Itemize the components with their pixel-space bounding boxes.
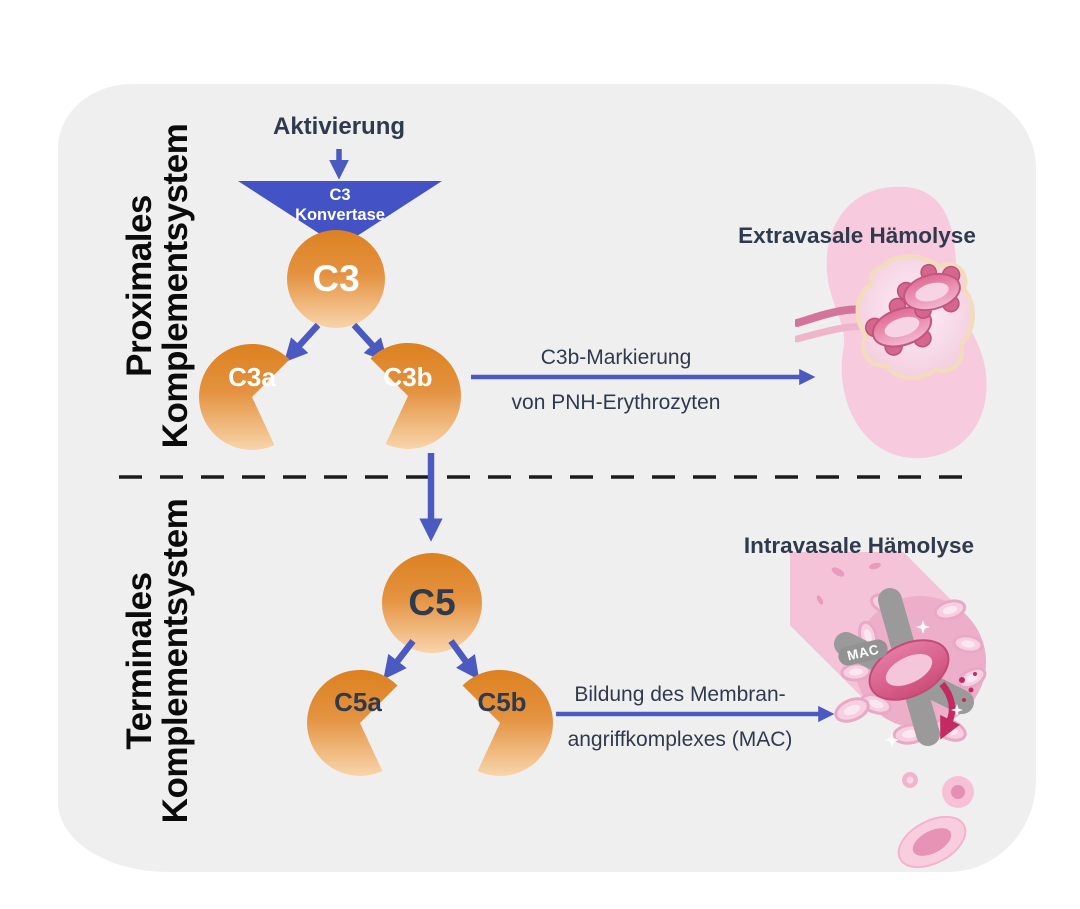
c3b-label: C3b	[383, 362, 433, 392]
c5a-fragment	[307, 669, 398, 776]
terminal-line1: Terminales	[120, 572, 159, 750]
c3-convertase-label: C3 Konvertase	[250, 185, 430, 225]
free-cells	[897, 772, 974, 869]
spleen-illustration	[795, 186, 987, 459]
c3b-marking-text-line1: C3b-Markierung	[540, 346, 692, 369]
c5-split-arrow-left	[383, 639, 416, 680]
proximal-line1: Proximales	[120, 195, 159, 377]
blood-vessel-illustration	[790, 552, 987, 869]
convertase-line1: C3	[329, 186, 351, 204]
c5a-label: C5a	[334, 687, 382, 717]
proximal-line2: Komplementsystem	[156, 123, 196, 449]
c3-split-arrow-left	[284, 322, 321, 363]
c3b-marking-text-line2: von PNH-Erythrozyten	[511, 391, 721, 414]
lysis-arrow	[939, 681, 960, 740]
c5b-fragment	[462, 669, 553, 776]
attacked-erythrocyte	[868, 639, 950, 701]
intravascular-title: Intravasale Hämolyse	[743, 533, 975, 558]
marked-erythrocyte-1	[865, 297, 933, 356]
c5-label: C5	[408, 582, 456, 623]
extravascular-title: Extravasale Hämolyse	[738, 223, 976, 248]
c3a-fragment	[199, 343, 290, 450]
lysis-debris	[959, 672, 977, 702]
c5b-label: C5b	[477, 687, 527, 717]
mac-formation-text-line1: Bildung des Membran-	[574, 683, 786, 706]
sparkles	[885, 620, 963, 747]
c5-split-arrow-right	[448, 639, 480, 680]
activation-label: Aktivierung	[272, 113, 406, 140]
c3b-fragment	[370, 342, 461, 449]
section-label-terminal: Terminales Komplementsystem	[120, 491, 198, 831]
c5-circle	[382, 553, 482, 653]
c3a-label: C3a	[228, 362, 276, 392]
terminal-line2: Komplementsystem	[156, 498, 196, 824]
mac-formation-text-line2: angriffkomplexes (MAC)	[567, 728, 793, 751]
c3-convertase-triangle	[238, 181, 442, 247]
c3-split-arrow-right	[351, 322, 388, 363]
section-label-proximal: Proximales Komplementsystem	[120, 116, 198, 456]
c3-circle	[287, 230, 385, 328]
convertase-line2: Konvertase	[295, 206, 385, 225]
c3-label: C3	[312, 258, 360, 299]
marked-erythrocyte-2	[896, 263, 961, 319]
